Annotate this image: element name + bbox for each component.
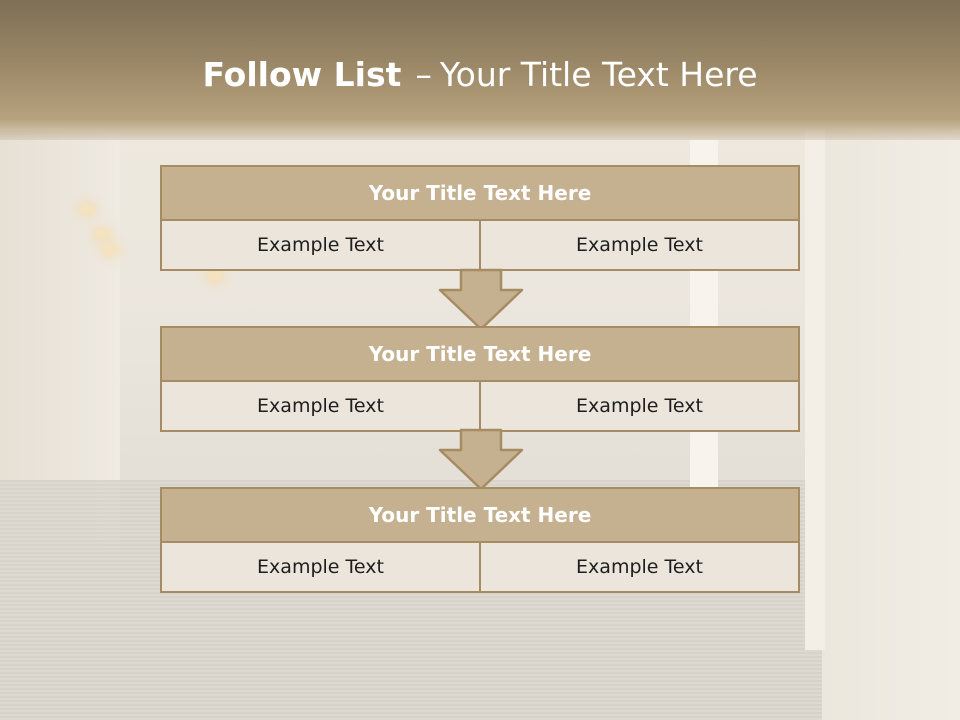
right-wall bbox=[822, 130, 960, 720]
block-cell-right: Example Text bbox=[479, 543, 798, 591]
block-row: Example Text Example Text bbox=[160, 221, 800, 271]
title-band bbox=[0, 0, 960, 140]
list-block-3[interactable]: Your Title Text Here Example Text Exampl… bbox=[160, 487, 800, 593]
pillar bbox=[805, 130, 825, 650]
wall-lamp-icon bbox=[80, 205, 94, 213]
block-row: Example Text Example Text bbox=[160, 543, 800, 593]
slide-title[interactable]: Follow List–Your Title Text Here bbox=[0, 54, 960, 96]
title-rest-part: Your Title Text Here bbox=[439, 55, 758, 94]
block-cell-left: Example Text bbox=[257, 395, 384, 417]
title-bold-part: Follow List bbox=[202, 55, 402, 94]
wall-lamp-icon bbox=[103, 246, 117, 254]
ceiling-light-icon bbox=[208, 272, 222, 280]
down-arrow-icon bbox=[438, 428, 524, 491]
block-cell-left: Example Text bbox=[257, 556, 384, 578]
list-block-1[interactable]: Your Title Text Here Example Text Exampl… bbox=[160, 165, 800, 271]
block-title: Your Title Text Here bbox=[160, 326, 800, 382]
wall-lamp-icon bbox=[95, 230, 109, 238]
block-cell-left: Example Text bbox=[257, 234, 384, 256]
block-row: Example Text Example Text bbox=[160, 382, 800, 432]
down-arrow-icon bbox=[438, 268, 524, 331]
block-cell-right: Example Text bbox=[479, 221, 798, 269]
block-title: Your Title Text Here bbox=[160, 487, 800, 543]
block-cell-right: Example Text bbox=[479, 382, 798, 430]
title-dash: – bbox=[415, 55, 432, 94]
block-title: Your Title Text Here bbox=[160, 165, 800, 221]
list-block-2[interactable]: Your Title Text Here Example Text Exampl… bbox=[160, 326, 800, 432]
